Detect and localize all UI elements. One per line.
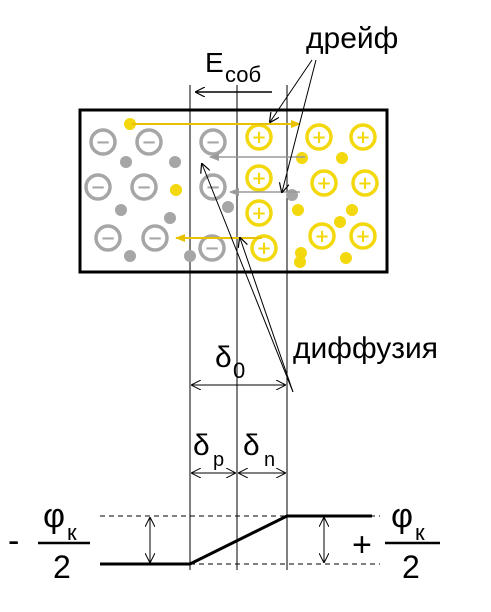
diffusion-label: диффузия <box>293 332 438 365</box>
negative-ion-icon: − <box>199 128 227 156</box>
left-minus: - <box>8 522 19 560</box>
carrier-dot-yellow <box>170 184 182 196</box>
negative-ion-icon: − <box>198 234 226 262</box>
carrier-dot-yellow <box>295 247 307 259</box>
carrier-dot-yellow <box>292 204 304 216</box>
positive-ion-icon: + <box>305 123 333 151</box>
delta0-subscript: 0 <box>233 358 245 383</box>
svg-text:−: − <box>147 228 162 249</box>
delta0-symbol: δ <box>215 341 232 374</box>
diffusion-leader-lines <box>202 164 294 393</box>
deltan-label: δ n <box>243 429 275 471</box>
positive-ion-icon: + <box>310 169 338 197</box>
drift-leader-2 <box>282 59 317 192</box>
left-phi: φ <box>43 497 65 535</box>
svg-text:−: − <box>136 177 151 198</box>
svg-text:−: − <box>205 177 220 198</box>
left-denominator: 2 <box>53 549 71 585</box>
positive-ion-icon: + <box>245 164 273 192</box>
drift-label: дрейф <box>306 22 398 55</box>
negative-ion-icon: − <box>89 128 117 156</box>
right-phi-subscript: к <box>415 520 425 545</box>
field-label: E соб <box>205 47 261 87</box>
diffusion-leader-2 <box>240 238 294 393</box>
negative-ion-icon: − <box>84 173 112 201</box>
positive-ion-icon: + <box>349 123 377 151</box>
positive-ion-icon: + <box>308 222 336 250</box>
svg-text:+: + <box>251 127 266 148</box>
positive-ion-icon: + <box>250 234 278 262</box>
delta0-label: δ 0 <box>215 341 245 383</box>
svg-text:−: − <box>90 177 105 198</box>
negative-ion-icon: − <box>141 224 169 252</box>
svg-text:−: − <box>100 228 115 249</box>
carrier-dot-gray <box>222 201 234 213</box>
left-phi-subscript: к <box>67 520 77 545</box>
diffusion-leader-1 <box>202 164 294 393</box>
deltan-symbol: δ <box>243 429 260 462</box>
carrier-dot-yellow <box>334 216 346 228</box>
svg-text:+: + <box>355 127 370 148</box>
positive-ion-icon: + <box>349 222 377 250</box>
negative-ion-icon: − <box>135 128 163 156</box>
carrier-dot-yellow <box>124 118 136 130</box>
carrier-dot-gray <box>164 212 176 224</box>
right-plus: + <box>352 526 372 564</box>
svg-text:−: − <box>204 238 219 259</box>
drift-leader-lines <box>270 59 317 192</box>
carrier-dot-gray <box>124 250 136 262</box>
svg-text:−: − <box>205 132 220 153</box>
svg-text:+: + <box>316 173 331 194</box>
negative-ion-icon: − <box>94 224 122 252</box>
svg-text:−: − <box>141 132 156 153</box>
svg-text:+: + <box>256 238 271 259</box>
potential-profile <box>100 514 380 566</box>
negative-ion-icon: − <box>199 173 227 201</box>
carrier-dot-gray <box>115 204 127 216</box>
positive-ion-icon: + <box>245 123 273 151</box>
right-phi: φ <box>391 497 413 535</box>
positive-ion-icon: + <box>245 199 273 227</box>
potential-curve <box>100 514 372 566</box>
carrier-dot-yellow <box>336 152 348 164</box>
carrier-dot-yellow <box>296 152 308 164</box>
positive-ion-icon: + <box>351 169 379 197</box>
deltan-subscript: n <box>264 449 275 471</box>
right-denominator: 2 <box>402 549 420 585</box>
svg-text:−: − <box>95 132 110 153</box>
carrier-dot-gray <box>286 189 298 201</box>
svg-text:+: + <box>311 127 326 148</box>
svg-text:+: + <box>355 226 370 247</box>
ion-layer: − − − − − − − − − + + + + + + + + + + <box>84 118 379 268</box>
carrier-dot-gray <box>120 156 132 168</box>
drift-leader-1 <box>270 59 313 122</box>
field-subscript: соб <box>225 62 261 87</box>
left-potential-label: - φ к 2 <box>8 497 90 585</box>
right-potential-label: + φ к 2 <box>352 497 440 585</box>
deltap-subscript: p <box>213 449 224 471</box>
carrier-dot-yellow <box>346 204 358 216</box>
deltap-symbol: δ <box>193 429 210 462</box>
negative-ion-icon: − <box>130 173 158 201</box>
svg-text:+: + <box>251 203 266 224</box>
deltap-label: δ p <box>193 429 224 471</box>
svg-text:+: + <box>314 226 329 247</box>
svg-text:+: + <box>357 173 372 194</box>
field-symbol: E <box>205 47 224 78</box>
carrier-dot-yellow <box>294 256 306 268</box>
carrier-dot-gray <box>184 250 196 262</box>
carrier-dot-yellow <box>340 252 352 264</box>
carrier-dot-gray <box>169 156 181 168</box>
crystal-box <box>78 108 389 274</box>
svg-text:+: + <box>251 168 266 189</box>
